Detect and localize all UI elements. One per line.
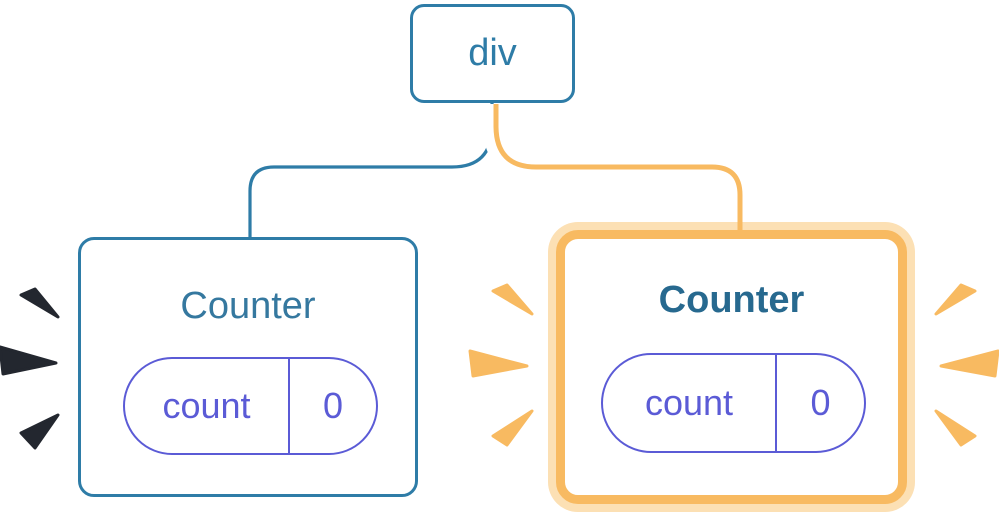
edge-highlight-casing <box>483 104 753 219</box>
spark-icon <box>0 345 58 376</box>
left-counter-title: Counter <box>180 285 316 327</box>
left-counter-state-pill: count 0 <box>123 357 378 455</box>
right-counter-title: Counter <box>658 279 805 321</box>
edge-root-to-left-counter <box>248 103 494 240</box>
spark-group-left-dark <box>0 287 60 450</box>
root-div-node: div <box>410 4 575 103</box>
spark-group-right-orange <box>934 283 999 447</box>
left-counter-card: Counter count 0 <box>78 237 418 497</box>
right-counter-state-pill: count 0 <box>601 353 866 453</box>
state-key-label: count <box>125 359 290 453</box>
spark-icon <box>19 413 60 450</box>
spark-icon <box>491 283 534 316</box>
spark-icon <box>939 349 999 378</box>
spark-icon <box>19 287 60 319</box>
spark-group-middle-orange <box>468 283 534 447</box>
root-div-label: div <box>468 32 517 74</box>
spark-icon <box>468 349 529 378</box>
edge-root-to-right-counter <box>493 104 743 238</box>
spark-icon <box>934 283 977 316</box>
state-value: 0 <box>810 382 831 423</box>
state-key-label: count <box>603 355 777 451</box>
right-counter-card-highlighted: Counter count 0 <box>556 230 907 504</box>
state-value: 0 <box>322 385 344 426</box>
spark-icon <box>491 409 534 447</box>
spark-icon <box>934 409 977 447</box>
